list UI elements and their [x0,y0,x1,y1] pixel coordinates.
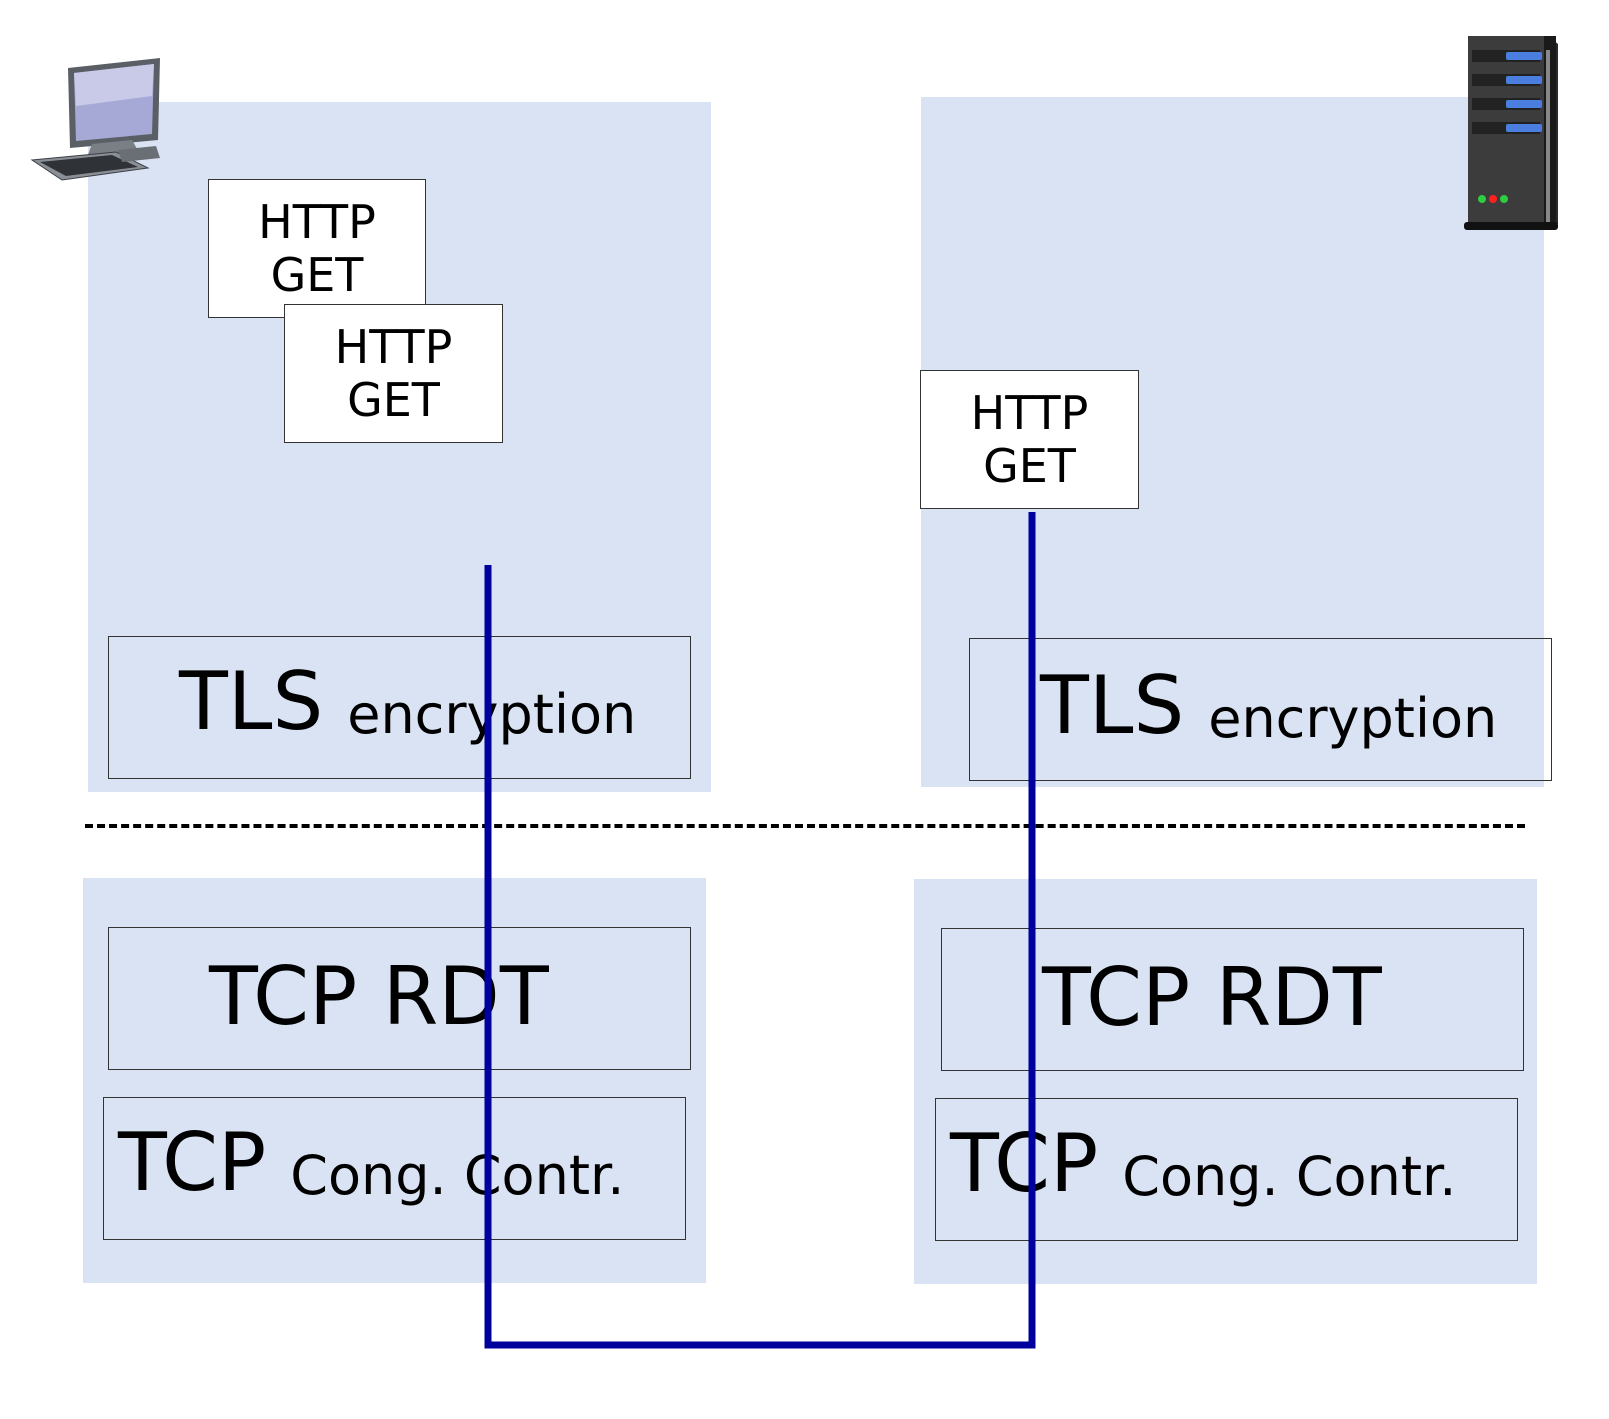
encryption-label: encryption [347,683,637,746]
tls-label: TLS [1040,659,1185,752]
tls-connection-line [484,512,1036,1349]
client-http-get-message-1: HTTP GET [208,179,426,318]
server-tls-encryption-layer: TLS encryption [969,638,1552,781]
http-label: HTTP [258,194,376,249]
cong-contr-label: Cong. Contr. [1122,1145,1457,1208]
tcp-label: TCP [950,1117,1099,1210]
encryption-label: encryption [1208,687,1498,750]
client-tls-encryption-layer: TLS encryption [108,636,691,779]
tls-label: TLS [179,655,324,748]
server-transport-panel [914,879,1537,1284]
tcp-label: TCP [118,1116,267,1209]
server-tower-icon [1464,36,1558,230]
client-http-get-message-2: HTTP GET [284,304,503,443]
get-label: GET [347,372,440,427]
tcp-rdt-label: TCP RDT [1042,951,1382,1044]
cong-contr-label: Cong. Contr. [290,1144,625,1207]
tcp-rdt-label: TCP RDT [209,950,549,1043]
get-label: GET [983,438,1076,493]
server-tcp-rdt-layer: TCP RDT [941,928,1524,1071]
desktop-computer-icon [30,58,160,181]
server-http-get-message: HTTP GET [920,370,1139,509]
layer-divider-line [85,824,1525,828]
client-tcp-rdt-layer: TCP RDT [108,927,691,1070]
get-label: GET [270,247,364,302]
client-tcp-congestion-control-layer: TCP Cong. Contr. [103,1097,686,1240]
server-tcp-congestion-control-layer: TCP Cong. Contr. [935,1098,1518,1241]
client-transport-panel [83,878,706,1283]
http-label: HTTP [970,385,1089,440]
http-label: HTTP [334,319,453,374]
